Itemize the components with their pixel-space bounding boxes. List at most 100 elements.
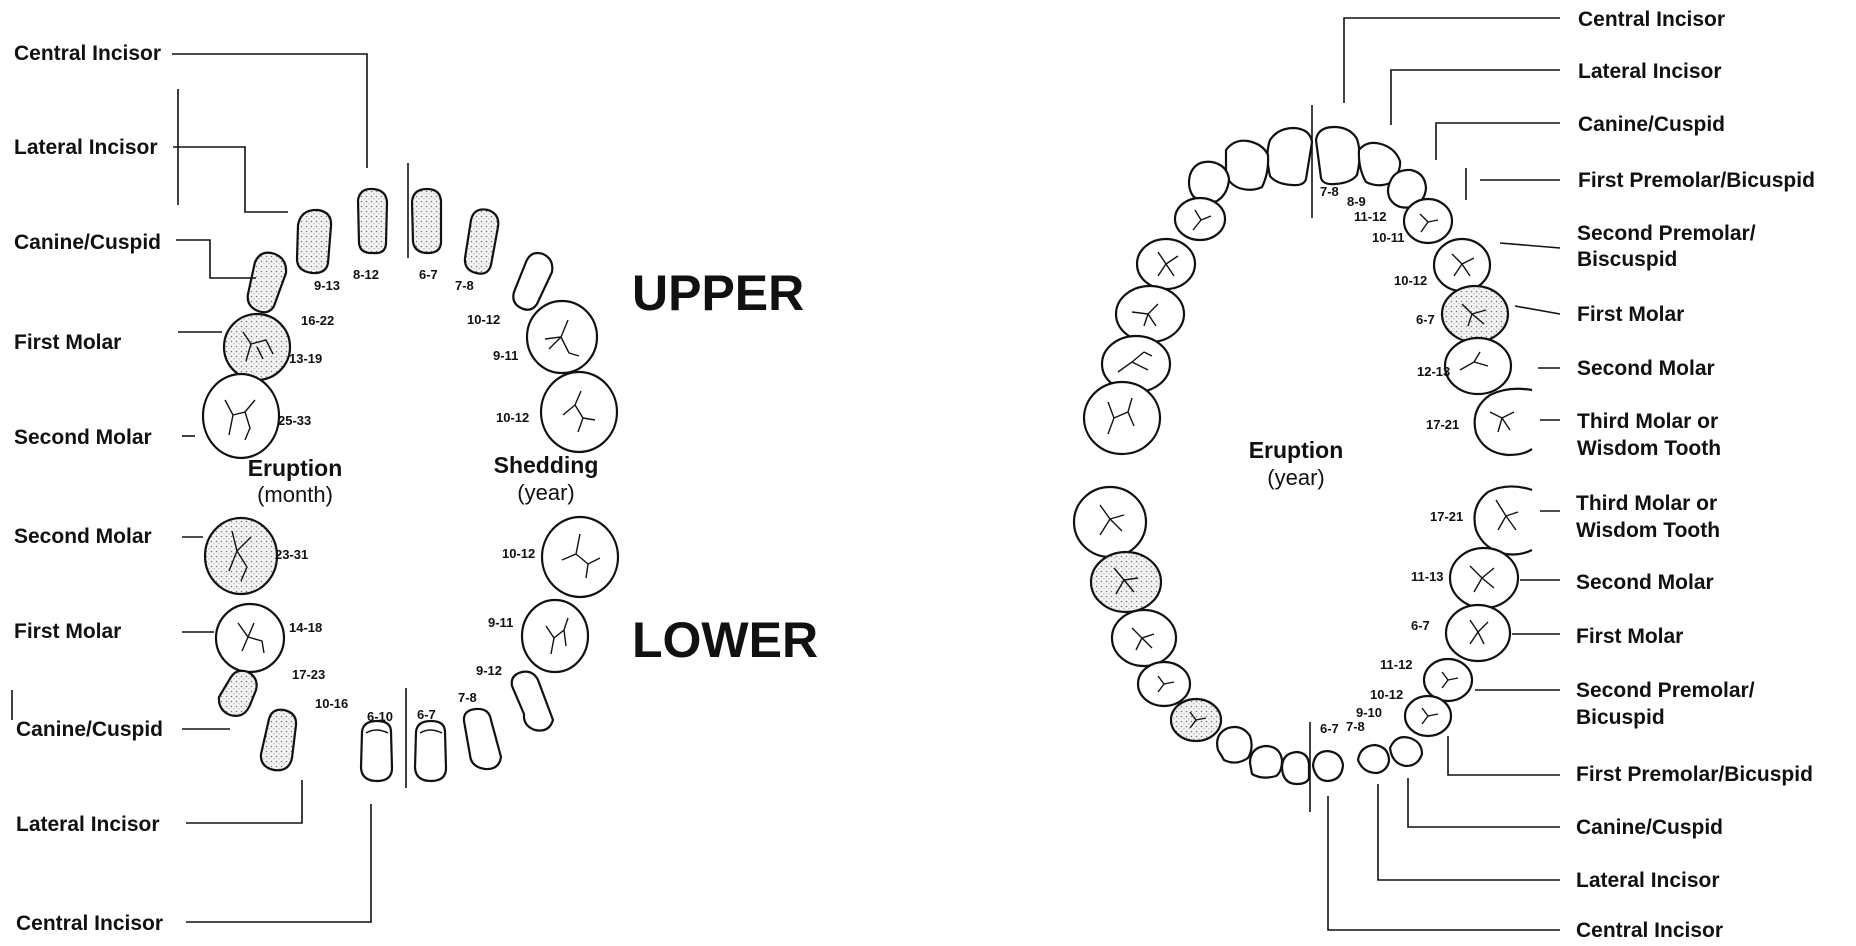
perm-tooth-u-central-left [1314, 125, 1361, 186]
age-u-canine-erupt: 16-22 [301, 313, 334, 328]
age-l-central-erupt: 6-10 [367, 709, 393, 724]
perm-label-l-m3-line2: Wisdom Tooth [1576, 519, 1720, 542]
primary-teeth-diagram: Central Incisor Lateral Incisor Canine/C… [11, 42, 818, 935]
crack-lines [419, 729, 443, 734]
perm-label-l-pm2-line1: Second Premolar/ [1576, 679, 1755, 702]
crack-lines [242, 331, 274, 362]
perm-tooth-l-lateral-left [1356, 743, 1391, 775]
permanent-upper-teeth [1082, 125, 1533, 457]
tooth-lower-canine-left [510, 670, 555, 732]
primary-upper-teeth [201, 187, 619, 460]
permanent-age-values: 7-8 8-9 11-12 10-11 10-12 6-7 12-13 17-2… [1320, 184, 1463, 736]
crack-lines [1157, 675, 1175, 693]
age-u-m2-erupt: 25-33 [278, 413, 311, 428]
perm-label-u-m3-line2: Wisdom Tooth [1577, 437, 1721, 460]
crack-lines [561, 533, 601, 579]
perm-label-u-m3-line1: Third Molar or [1577, 410, 1718, 433]
crack-lines [1099, 504, 1125, 536]
label-lower-second-molar: Second Molar [14, 525, 152, 548]
perm-age-u-pm2: 10-12 [1394, 273, 1427, 288]
age-u-m1-erupt: 13-19 [289, 351, 322, 366]
label-upper-first-molar: First Molar [14, 331, 121, 354]
age-u-m2-shed: 10-12 [496, 410, 529, 425]
crack-lines [1441, 671, 1459, 689]
perm-label-l-pm1: First Premolar/Bicuspid [1576, 763, 1813, 786]
crack-lines [544, 319, 580, 357]
primary-lower-teeth [203, 515, 620, 783]
perm-label-l-central: Central Incisor [1576, 919, 1723, 941]
perm-age-u-pm1: 10-11 [1372, 230, 1405, 245]
label-lower-lateral-incisor: Lateral Incisor [16, 813, 160, 836]
perm-label-l-m3-line1: Third Molar or [1576, 492, 1717, 515]
shedding-unit: (year) [517, 480, 574, 505]
perm-tooth-l-canine-right [1216, 725, 1253, 764]
perm-eruption-unit: (year) [1267, 465, 1324, 490]
perm-tooth-l-lateral-right [1248, 744, 1284, 779]
perm-age-l-pm1: 10-12 [1370, 687, 1403, 702]
primary-leader-lines [11, 53, 372, 923]
perm-label-u-canine: Canine/Cuspid [1578, 113, 1725, 136]
tooth-upper-central-left [410, 187, 443, 255]
perm-tooth-u-m1-right [1114, 284, 1186, 344]
age-u-lateral-shed: 7-8 [455, 278, 474, 293]
age-u-canine-shed: 10-12 [467, 312, 500, 327]
lower-heading: LOWER [632, 612, 818, 668]
tooth-lower-first-molar-left [520, 598, 590, 674]
perm-label-u-m2: Second Molar [1577, 357, 1715, 380]
crack-lines [237, 622, 265, 654]
tooth-upper-lateral-right [295, 208, 333, 275]
perm-label-u-lateral: Lateral Incisor [1578, 60, 1722, 83]
crack-lines [1131, 627, 1155, 651]
crack-lines [1107, 397, 1135, 435]
crack-lines [1495, 499, 1519, 531]
perm-age-u-m2: 12-13 [1417, 364, 1450, 379]
perm-tooth-u-canine-right [1187, 160, 1231, 204]
permanent-leader-lines [1327, 17, 1561, 931]
age-u-central-erupt: 8-12 [353, 267, 379, 282]
crack-lines [1421, 707, 1439, 725]
permanent-teeth-diagram: Central Incisor Lateral Incisor Canine/C… [1072, 8, 1815, 942]
label-lower-central-incisor: Central Incisor [16, 912, 163, 935]
perm-age-u-central: 7-8 [1320, 184, 1339, 199]
perm-tooth-u-m3-right [1082, 380, 1162, 456]
tooth-lower-lateral-right [259, 708, 298, 772]
crack-lines [1157, 251, 1179, 277]
perm-label-l-m1: First Molar [1576, 625, 1683, 648]
age-l-m1-erupt: 14-18 [289, 620, 322, 635]
perm-age-u-canine: 11-12 [1354, 209, 1387, 224]
perm-tooth-u-central-right [1266, 126, 1314, 187]
crack-lines [224, 399, 256, 441]
age-l-m1-shed: 9-11 [488, 615, 513, 630]
tooth-upper-lateral-left [463, 208, 500, 275]
upper-heading: UPPER [632, 265, 804, 321]
perm-age-u-lateral: 8-9 [1347, 194, 1366, 209]
tooth-lower-lateral-left [462, 707, 503, 771]
perm-tooth-l-central-left [1311, 749, 1345, 783]
crack-lines [1469, 619, 1489, 645]
age-l-canine-erupt: 17-23 [292, 667, 325, 682]
crack-lines [1192, 209, 1212, 231]
perm-age-l-m3: 17-21 [1430, 509, 1463, 524]
crack-lines [545, 617, 569, 655]
perm-age-l-m2: 11-13 [1411, 569, 1444, 584]
shedding-title: Shedding [494, 452, 599, 478]
crack-lines [1131, 303, 1159, 327]
perm-label-l-pm2-line2: Bicuspid [1576, 706, 1665, 729]
perm-age-l-m1: 6-7 [1411, 618, 1430, 633]
perm-tooth-u-pm1-left [1402, 197, 1454, 245]
perm-age-l-lateral: 7-8 [1346, 719, 1365, 734]
perm-age-l-canine: 9-10 [1356, 705, 1382, 720]
label-lower-canine: Canine/Cuspid [16, 718, 163, 741]
age-l-m2-erupt: 23-31 [275, 547, 308, 562]
perm-label-u-m1: First Molar [1577, 303, 1684, 326]
label-lower-first-molar: First Molar [14, 620, 121, 643]
age-l-lateral-shed: 7-8 [458, 690, 477, 705]
age-u-m1-shed: 9-11 [493, 348, 518, 363]
eruption-title: Eruption [248, 455, 343, 481]
perm-tooth-l-m3-right [1072, 485, 1148, 559]
age-l-m2-shed: 10-12 [502, 546, 535, 561]
perm-label-u-pm2-line2: Biscuspid [1577, 248, 1677, 271]
perm-label-l-canine: Canine/Cuspid [1576, 816, 1723, 839]
perm-label-l-lateral: Lateral Incisor [1576, 869, 1720, 892]
